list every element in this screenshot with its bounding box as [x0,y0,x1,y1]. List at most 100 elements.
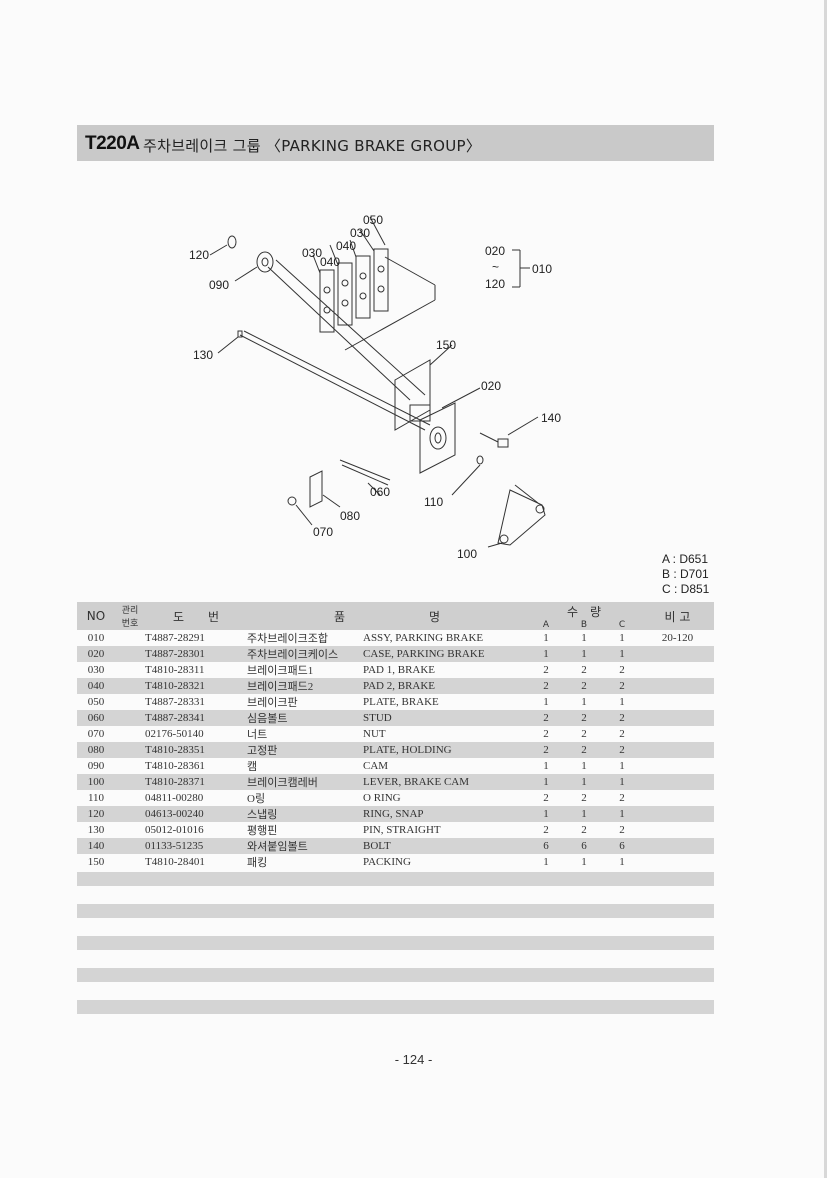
row-name-kr: 너트 [247,729,268,741]
row-name-kr: 평행핀 [247,825,278,837]
row-qty-c: 6 [603,838,641,854]
row-part-no: T4810-28371 [145,774,247,790]
row-qty-b: 1 [565,646,603,662]
row-part-no: T4810-28311 [145,664,205,676]
callout-030: 030 [302,246,323,260]
row-mgmt-no [115,742,145,758]
row-no: 130 [87,824,105,836]
row-qty-b: 2 [581,792,587,804]
row-name-en: NUT [363,728,386,740]
header-part-no: 도 번 [145,602,247,630]
row-name-kr: 캠 [247,761,258,773]
row-qty-c: 2 [619,824,625,836]
row-name-kr: O링 [247,793,266,805]
row-no: 140 [77,838,115,854]
callout-100: 100 [457,547,478,561]
row-qty-c: 1 [619,632,625,644]
row-name-en: CASE, PARKING BRAKE [363,646,527,662]
row-part-no: 04613-00240 [145,806,247,822]
row-qty-b: 1 [565,806,603,822]
model-c: C : D851 [662,582,710,596]
row-remark [641,694,714,710]
callout-010: 010 [532,262,553,276]
row-qty-b: 2 [581,664,587,676]
row-qty-a: 1 [543,696,549,708]
row-name-en: PLATE, HOLDING [363,742,527,758]
row-qty-a: 1 [543,856,549,868]
section-code: T220A [85,133,140,154]
row-no: 030 [87,664,105,676]
row-name-en: PIN, STRAIGHT [363,824,441,836]
header-qty-b: B [580,619,588,630]
row-no: 020 [77,646,115,662]
header-qty-a: A [542,619,550,630]
row-qty-b: 2 [581,824,587,836]
row-name-en: PAD 1, BRAKE [363,664,436,676]
row-qty-c: 2 [619,664,625,676]
row-qty-a: 1 [527,774,565,790]
row-part-no: T4810-28361 [145,760,205,772]
section-title-bar: T220A 주차브레이크 그룹 〈PARKING BRAKE GROUP〉 [77,125,714,161]
row-name-kr: 브레이크패드2 [247,678,363,694]
row-qty-a: 2 [543,824,549,836]
row-name-kr: 브레이크판 [247,697,298,709]
row-qty-c: 2 [603,678,641,694]
row-mgmt-no [115,694,145,710]
row-no: 060 [77,710,115,726]
row-name-kr: 브레이크패드1 [247,665,314,677]
row-name-en: PLATE, BRAKE [363,696,439,708]
row-remark [641,774,714,790]
callout-120: 120 [189,248,210,262]
row-qty-c: 1 [603,774,641,790]
row-mgmt-no [115,662,145,678]
row-no: 010 [87,632,105,644]
empty-row [77,1000,714,1014]
row-qty-a: 2 [543,792,549,804]
model-b: B : D701 [662,567,709,581]
row-remark [641,646,714,662]
row-mgmt-no [115,726,145,742]
row-name-kr: 주차브레이크조합 [247,633,328,645]
row-qty-c: 1 [619,760,625,772]
row-remark [641,726,714,742]
header-qty-c: C [618,619,626,630]
row-no: 150 [87,856,105,868]
header-no: NO [77,602,115,630]
row-part-no: T4810-28401 [145,856,205,868]
callout-060: 060 [370,485,391,499]
row-name-en: RING, SNAP [363,806,527,822]
row-remark [641,678,714,694]
row-mgmt-no [115,758,145,774]
row-name-kr: 고정판 [247,742,363,758]
row-qty-a: 1 [543,632,549,644]
callout-020: 020 [485,244,506,258]
row-qty-a: 1 [527,806,565,822]
row-name-en: LEVER, BRAKE CAM [363,774,527,790]
callout-040: 040 [320,255,341,269]
row-part-no: T4887-28341 [145,710,247,726]
row-mgmt-no [115,822,145,838]
row-no: 040 [77,678,115,694]
callout-120-range: 120 [485,277,506,291]
row-mgmt-no [115,806,145,822]
row-qty-b: 2 [565,742,603,758]
row-no: 070 [87,728,105,740]
parts-diagram-drawing [209,216,546,548]
row-part-no: 05012-01016 [145,824,204,836]
row-remark [641,838,714,854]
row-name-kr: 주차브레이크케이스 [247,646,363,662]
row-qty-c: 2 [603,742,641,758]
row-remark [641,806,714,822]
page-number: - 124 - [394,1052,433,1067]
row-part-no: T4887-28291 [145,632,205,644]
row-remark: 20-120 [661,632,694,644]
row-name-en: BOLT [363,838,527,854]
row-qty-a: 1 [527,646,565,662]
